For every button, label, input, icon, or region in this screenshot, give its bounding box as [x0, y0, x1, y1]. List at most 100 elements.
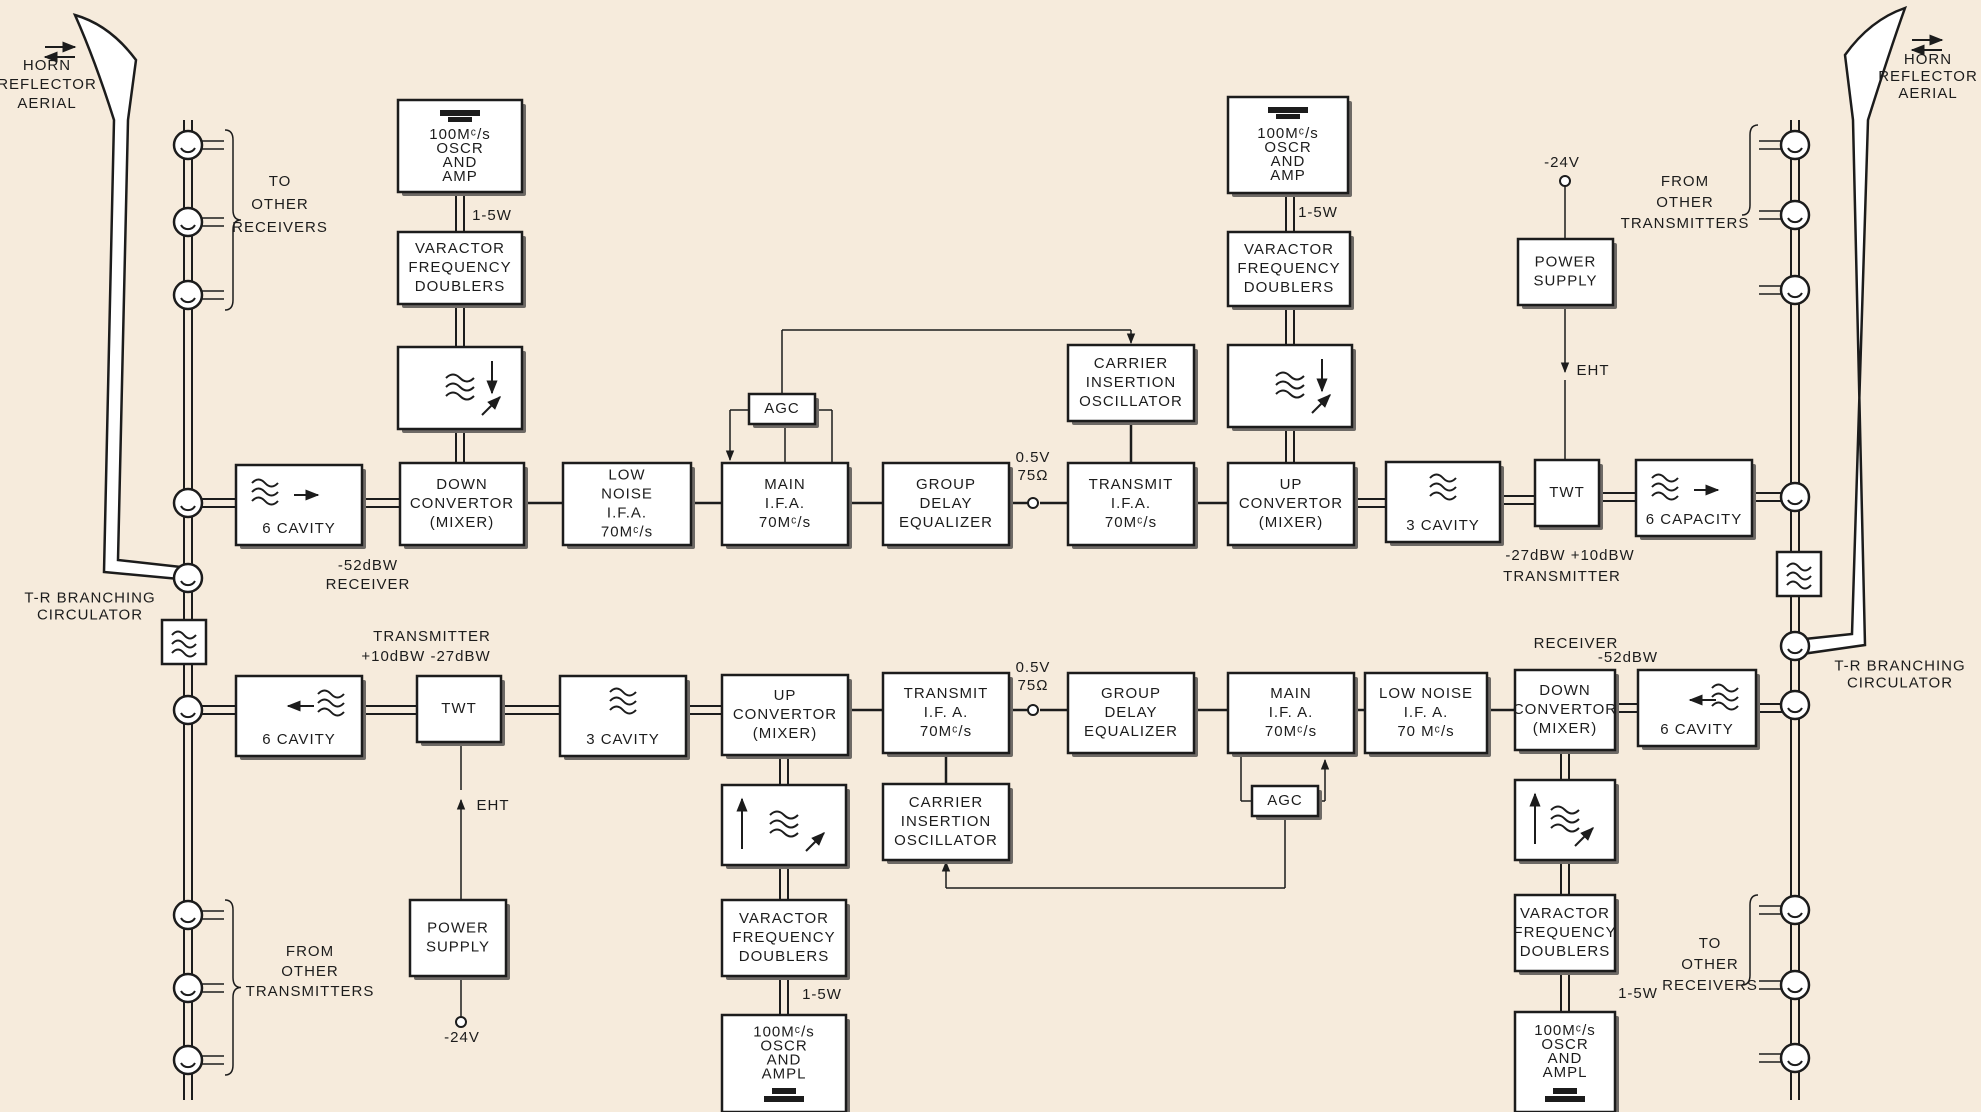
brace: [1741, 894, 1759, 986]
brace: [1741, 124, 1759, 216]
block-l-flt: [720, 783, 850, 869]
block-l-cav: 6 CAVITY: [1636, 668, 1760, 750]
power-level-top-left: 1-5W: [472, 207, 512, 224]
circulator-port-icon: [1779, 199, 1811, 231]
block-text: 6 CAVITY: [262, 520, 336, 537]
rx-word-top: RECEIVER: [326, 576, 411, 593]
block-r-twt: TWT: [1533, 458, 1603, 530]
block-l-twt: TWT: [415, 674, 505, 746]
circulator-port-icon: [1779, 894, 1811, 926]
block-text: 6 CAVITY: [262, 731, 336, 748]
circulator-port-icon: [172, 562, 204, 594]
tx-levels-bottom: +10dBW -27dBW: [361, 648, 490, 665]
eht-top-label: EHT: [1577, 362, 1610, 379]
block-r-flt2: [1226, 343, 1356, 431]
tx-word-bottom: TRANSMITTER: [373, 628, 491, 645]
circulator-port-icon: [1779, 274, 1811, 306]
circulator-port-icon: [172, 1044, 204, 1076]
power-level-bottom-left: 1-5W: [802, 986, 842, 1003]
brace: [224, 899, 242, 1076]
block-text: 6 CAVITY: [1660, 721, 1734, 738]
terminal-1: [1027, 497, 1039, 509]
supply-voltage-top: -24V: [1544, 154, 1580, 171]
block-l-agc: AGC: [1250, 784, 1322, 820]
circulator-port-icon: [1779, 481, 1811, 513]
circulator-port-icon: [172, 279, 204, 311]
rx-level-top: -52dBW: [338, 557, 398, 574]
block-text: 3 CAVITY: [586, 731, 660, 748]
rx-word-bottom: RECEIVER: [1534, 635, 1619, 652]
block-r-cav: 6 CAVITY: [234, 463, 366, 549]
block-text: 6 CAPACITY: [1646, 511, 1742, 528]
circulator-port-icon: [1779, 969, 1811, 1001]
brace: [224, 129, 242, 311]
block-r-3cav: 3 CAVITY: [1384, 460, 1504, 546]
guide-filter-1: [160, 618, 208, 666]
block-r-flt: [396, 345, 526, 433]
block-r-agc: AGC: [747, 392, 819, 428]
guide-filter-2: [1775, 550, 1823, 598]
block-l-6cav: 6 CAVITY: [234, 674, 366, 760]
circulator-port-icon: [172, 129, 204, 161]
eht-bottom-label: EHT: [477, 797, 510, 814]
terminal-4: [455, 1016, 467, 1028]
circulator-port-icon: [1779, 630, 1811, 662]
block-r-6cap: 6 CAPACITY: [1634, 458, 1756, 540]
block-text: AGC: [1267, 792, 1303, 809]
circulator-port-icon: [172, 487, 204, 519]
terminal-3: [1559, 175, 1571, 187]
circulator-port-icon: [172, 899, 204, 931]
power-level-top-right: 1-5W: [1298, 204, 1338, 221]
power-level-bottom-right: 1-5W: [1618, 985, 1658, 1002]
circulator-port-icon: [172, 972, 204, 1004]
